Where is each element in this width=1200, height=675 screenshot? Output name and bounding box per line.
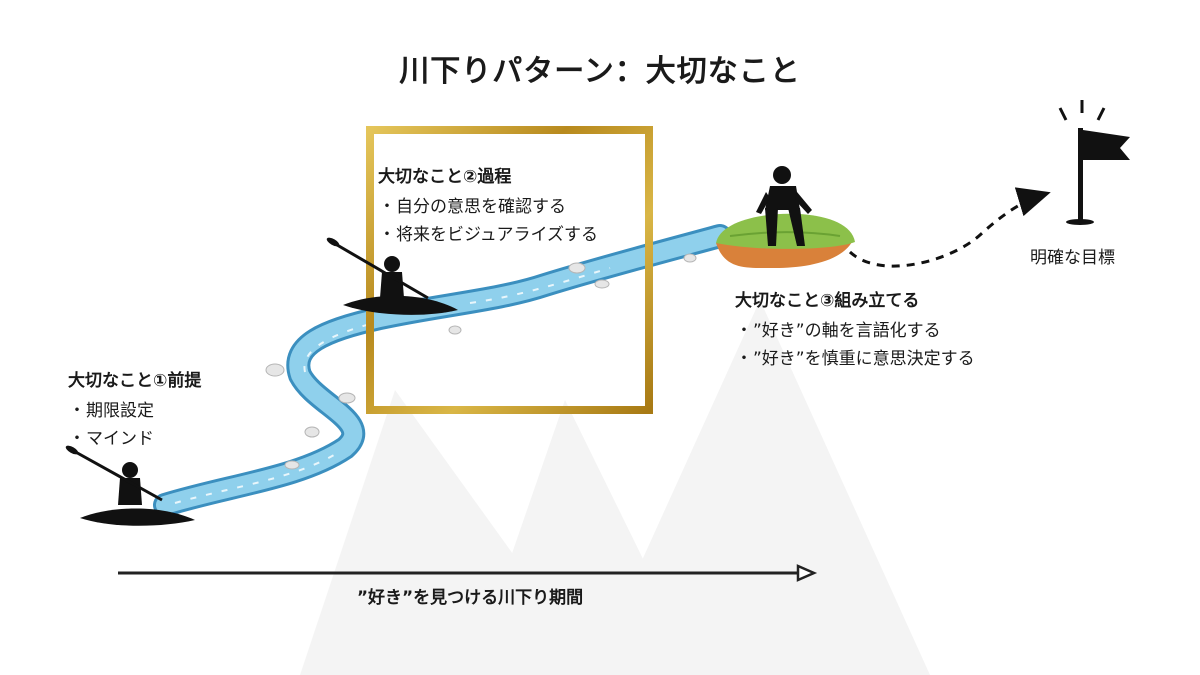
stage-3-item-text: ”好き”を慎重に意思決定する xyxy=(753,349,975,369)
river-rocks xyxy=(265,253,697,470)
kayaker-2-silhouette xyxy=(326,237,458,315)
bullet-mark: ・ xyxy=(68,401,86,421)
kayaker-1-silhouette xyxy=(65,445,195,526)
stage-1-block: 大切なこと①前提 ・期限設定 ・マインド xyxy=(68,366,201,453)
stage-2-block: 大切なこと②過程 ・自分の意思を確認する ・将来をビジュアライズする xyxy=(378,162,598,249)
stage-2-item-text: 自分の意思を確認する xyxy=(396,197,566,217)
page-title: 川下りパターン：大切なこと xyxy=(399,54,801,89)
stage-3-heading: 大切なこと③組み立てる xyxy=(735,291,920,311)
stage-3-item: ・”好き”の軸を言語化する xyxy=(735,317,975,345)
river xyxy=(153,224,732,517)
gold-frame xyxy=(366,126,653,414)
stage-3-item-text: ”好き”の軸を言語化する xyxy=(753,321,941,341)
timeline-label: ”好き”を見つける川下り期間 xyxy=(356,588,584,608)
stage-1-heading: 大切なこと①前提 xyxy=(68,371,202,391)
stage-1-item: ・マインド xyxy=(68,425,201,453)
path-to-goal-arrow xyxy=(848,187,1051,268)
timeline-arrow xyxy=(118,564,818,582)
stage-2-item: ・将来をビジュアライズする xyxy=(378,221,598,249)
bullet-mark: ・ xyxy=(68,429,86,449)
flag-icon xyxy=(1058,100,1130,225)
stage-1-item-text: マインド xyxy=(86,429,154,449)
stage-1-item-text: 期限設定 xyxy=(86,401,154,421)
background-mountains xyxy=(300,300,930,675)
stage-1-item: ・期限設定 xyxy=(68,397,201,425)
stage-2-item: ・自分の意思を確認する xyxy=(378,193,598,221)
bullet-mark: ・ xyxy=(378,225,396,245)
stage-3-item: ・”好き”を慎重に意思決定する xyxy=(735,345,975,373)
stage-2-item-text: 将来をビジュアライズする xyxy=(396,225,598,245)
bullet-mark: ・ xyxy=(735,321,753,341)
bullet-mark: ・ xyxy=(378,197,396,217)
seated-person-silhouette xyxy=(756,166,812,246)
goal-label: 明確な目標 xyxy=(1030,248,1115,268)
bullet-mark: ・ xyxy=(735,349,753,369)
stage-3-block: 大切なこと③組み立てる ・”好き”の軸を言語化する ・”好き”を慎重に意思決定す… xyxy=(735,286,975,373)
island xyxy=(716,213,855,269)
stage-2-heading: 大切なこと②過程 xyxy=(378,167,512,187)
